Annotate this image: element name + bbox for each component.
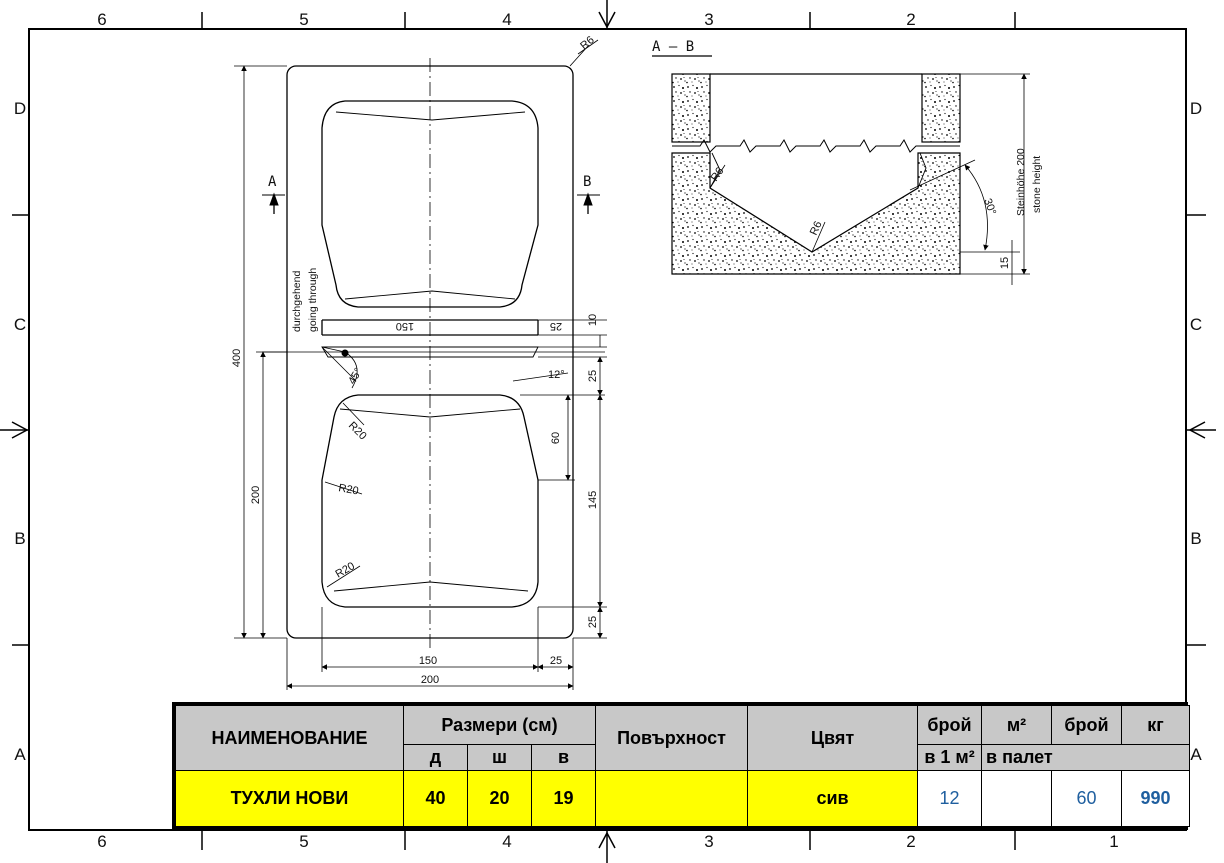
dim-lower-height: 200 <box>250 486 262 504</box>
section-label-de: Steinhöhe 200 <box>1015 148 1027 216</box>
zone-bottom-1: 1 <box>1109 832 1118 851</box>
spec-table: НАИМЕНОВАНИЕ Размери (см) Повърхност Цвя… <box>175 705 1191 827</box>
row-kg: 990 <box>1121 770 1191 827</box>
zone-right-C: C <box>1190 315 1202 334</box>
header-v: в <box>530 744 597 771</box>
dim-top-25: 25 <box>550 320 562 332</box>
header-m2: м² <box>981 705 1053 745</box>
header-surface: Повърхност <box>595 705 749 771</box>
header-color: Цвят <box>747 705 919 771</box>
zone-top-3: 3 <box>704 10 713 29</box>
plan-dimension-lines <box>234 65 607 690</box>
row-surface <box>595 770 749 827</box>
section-radius-b: R6 <box>808 219 825 237</box>
zone-bottom-6: 6 <box>97 832 106 851</box>
radius-label-2: R20 <box>337 482 359 497</box>
zone-left-C: C <box>14 315 26 334</box>
zone-right-D: D <box>1190 99 1202 118</box>
dim-right-25b: 25 <box>587 616 599 628</box>
header-name: НАИМЕНОВАНИЕ <box>175 705 404 771</box>
section-mark-a: A <box>268 174 277 190</box>
corner-radius-label: R6 <box>578 34 596 52</box>
zone-left-D: D <box>14 99 26 118</box>
section-mark-b: B <box>583 174 591 190</box>
header-count2: брой <box>1051 705 1123 745</box>
through-slot <box>321 319 539 336</box>
row-per-m2: 12 <box>917 770 983 827</box>
section-body <box>671 152 961 275</box>
zone-bottom-2: 2 <box>906 832 915 851</box>
dim-overall-height: 400 <box>231 349 243 367</box>
row-color: сив <box>747 770 919 827</box>
zone-bottom-3: 3 <box>704 832 713 851</box>
zone-top-6: 6 <box>97 10 106 29</box>
zone-right-A: A <box>1190 745 1202 764</box>
zone-right-B: B <box>1190 529 1201 548</box>
lower-cavity <box>321 394 539 608</box>
dim-bottom-200: 200 <box>421 674 439 686</box>
section-title: A — B <box>652 39 694 55</box>
section-dim-15: 15 <box>999 257 1011 269</box>
zone-left-A: A <box>14 745 26 764</box>
zone-top-5: 5 <box>299 10 308 29</box>
row-name: ТУХЛИ НОВИ <box>175 770 404 827</box>
section-label-en: stone height <box>1031 156 1043 213</box>
header-count: брой <box>917 705 983 745</box>
header-kg: кг <box>1121 705 1191 745</box>
header-dimensions: Размери (см) <box>402 705 597 745</box>
angle-45-label: 45° <box>346 366 365 386</box>
row-count: 60 <box>1051 770 1123 827</box>
centering-arrows <box>11 11 1206 849</box>
angle-12-label: 12° <box>548 369 565 381</box>
dim-right-145: 145 <box>587 491 599 509</box>
hole-marker <box>341 349 349 357</box>
zone-left-B: B <box>14 529 25 548</box>
row-sh: 20 <box>467 770 532 827</box>
dim-bottom-25: 25 <box>550 655 562 667</box>
title-block: НАИМЕНОВАНИЕ Размери (см) Повърхност Цвя… <box>172 702 1191 830</box>
header-on-pallet: в палет <box>981 744 1191 771</box>
plan-view <box>262 39 605 650</box>
zone-top-2: 2 <box>906 10 915 29</box>
row-v: 19 <box>530 770 597 827</box>
radius-label-1: R20 <box>346 420 369 443</box>
zone-bottom-5: 5 <box>299 832 308 851</box>
going-through-en: going through <box>307 268 319 332</box>
going-through-de: durchgehend <box>291 271 303 332</box>
dim-bottom-150: 150 <box>419 655 437 667</box>
zone-bottom-4: 4 <box>502 832 511 851</box>
upper-cavity <box>321 100 539 308</box>
section-radius-a: R6 <box>709 165 727 183</box>
section-view <box>671 73 1030 285</box>
dim-right-10: 10 <box>587 314 599 326</box>
dim-right-60: 60 <box>550 432 562 444</box>
zone-top-4: 4 <box>502 10 511 29</box>
header-sh: ш <box>467 744 532 771</box>
row-m2 <box>981 770 1053 827</box>
section-angle: 30° <box>981 197 998 217</box>
dim-top-150: 150 <box>396 320 414 332</box>
section-arrow-b <box>577 192 600 214</box>
header-d: д <box>403 744 468 771</box>
radius-label-3: R20 <box>334 560 357 580</box>
section-arrow-a <box>262 192 285 214</box>
row-d: 40 <box>403 770 468 827</box>
header-per-m2: в 1 м² <box>917 744 983 771</box>
dim-right-25a: 25 <box>587 370 599 382</box>
